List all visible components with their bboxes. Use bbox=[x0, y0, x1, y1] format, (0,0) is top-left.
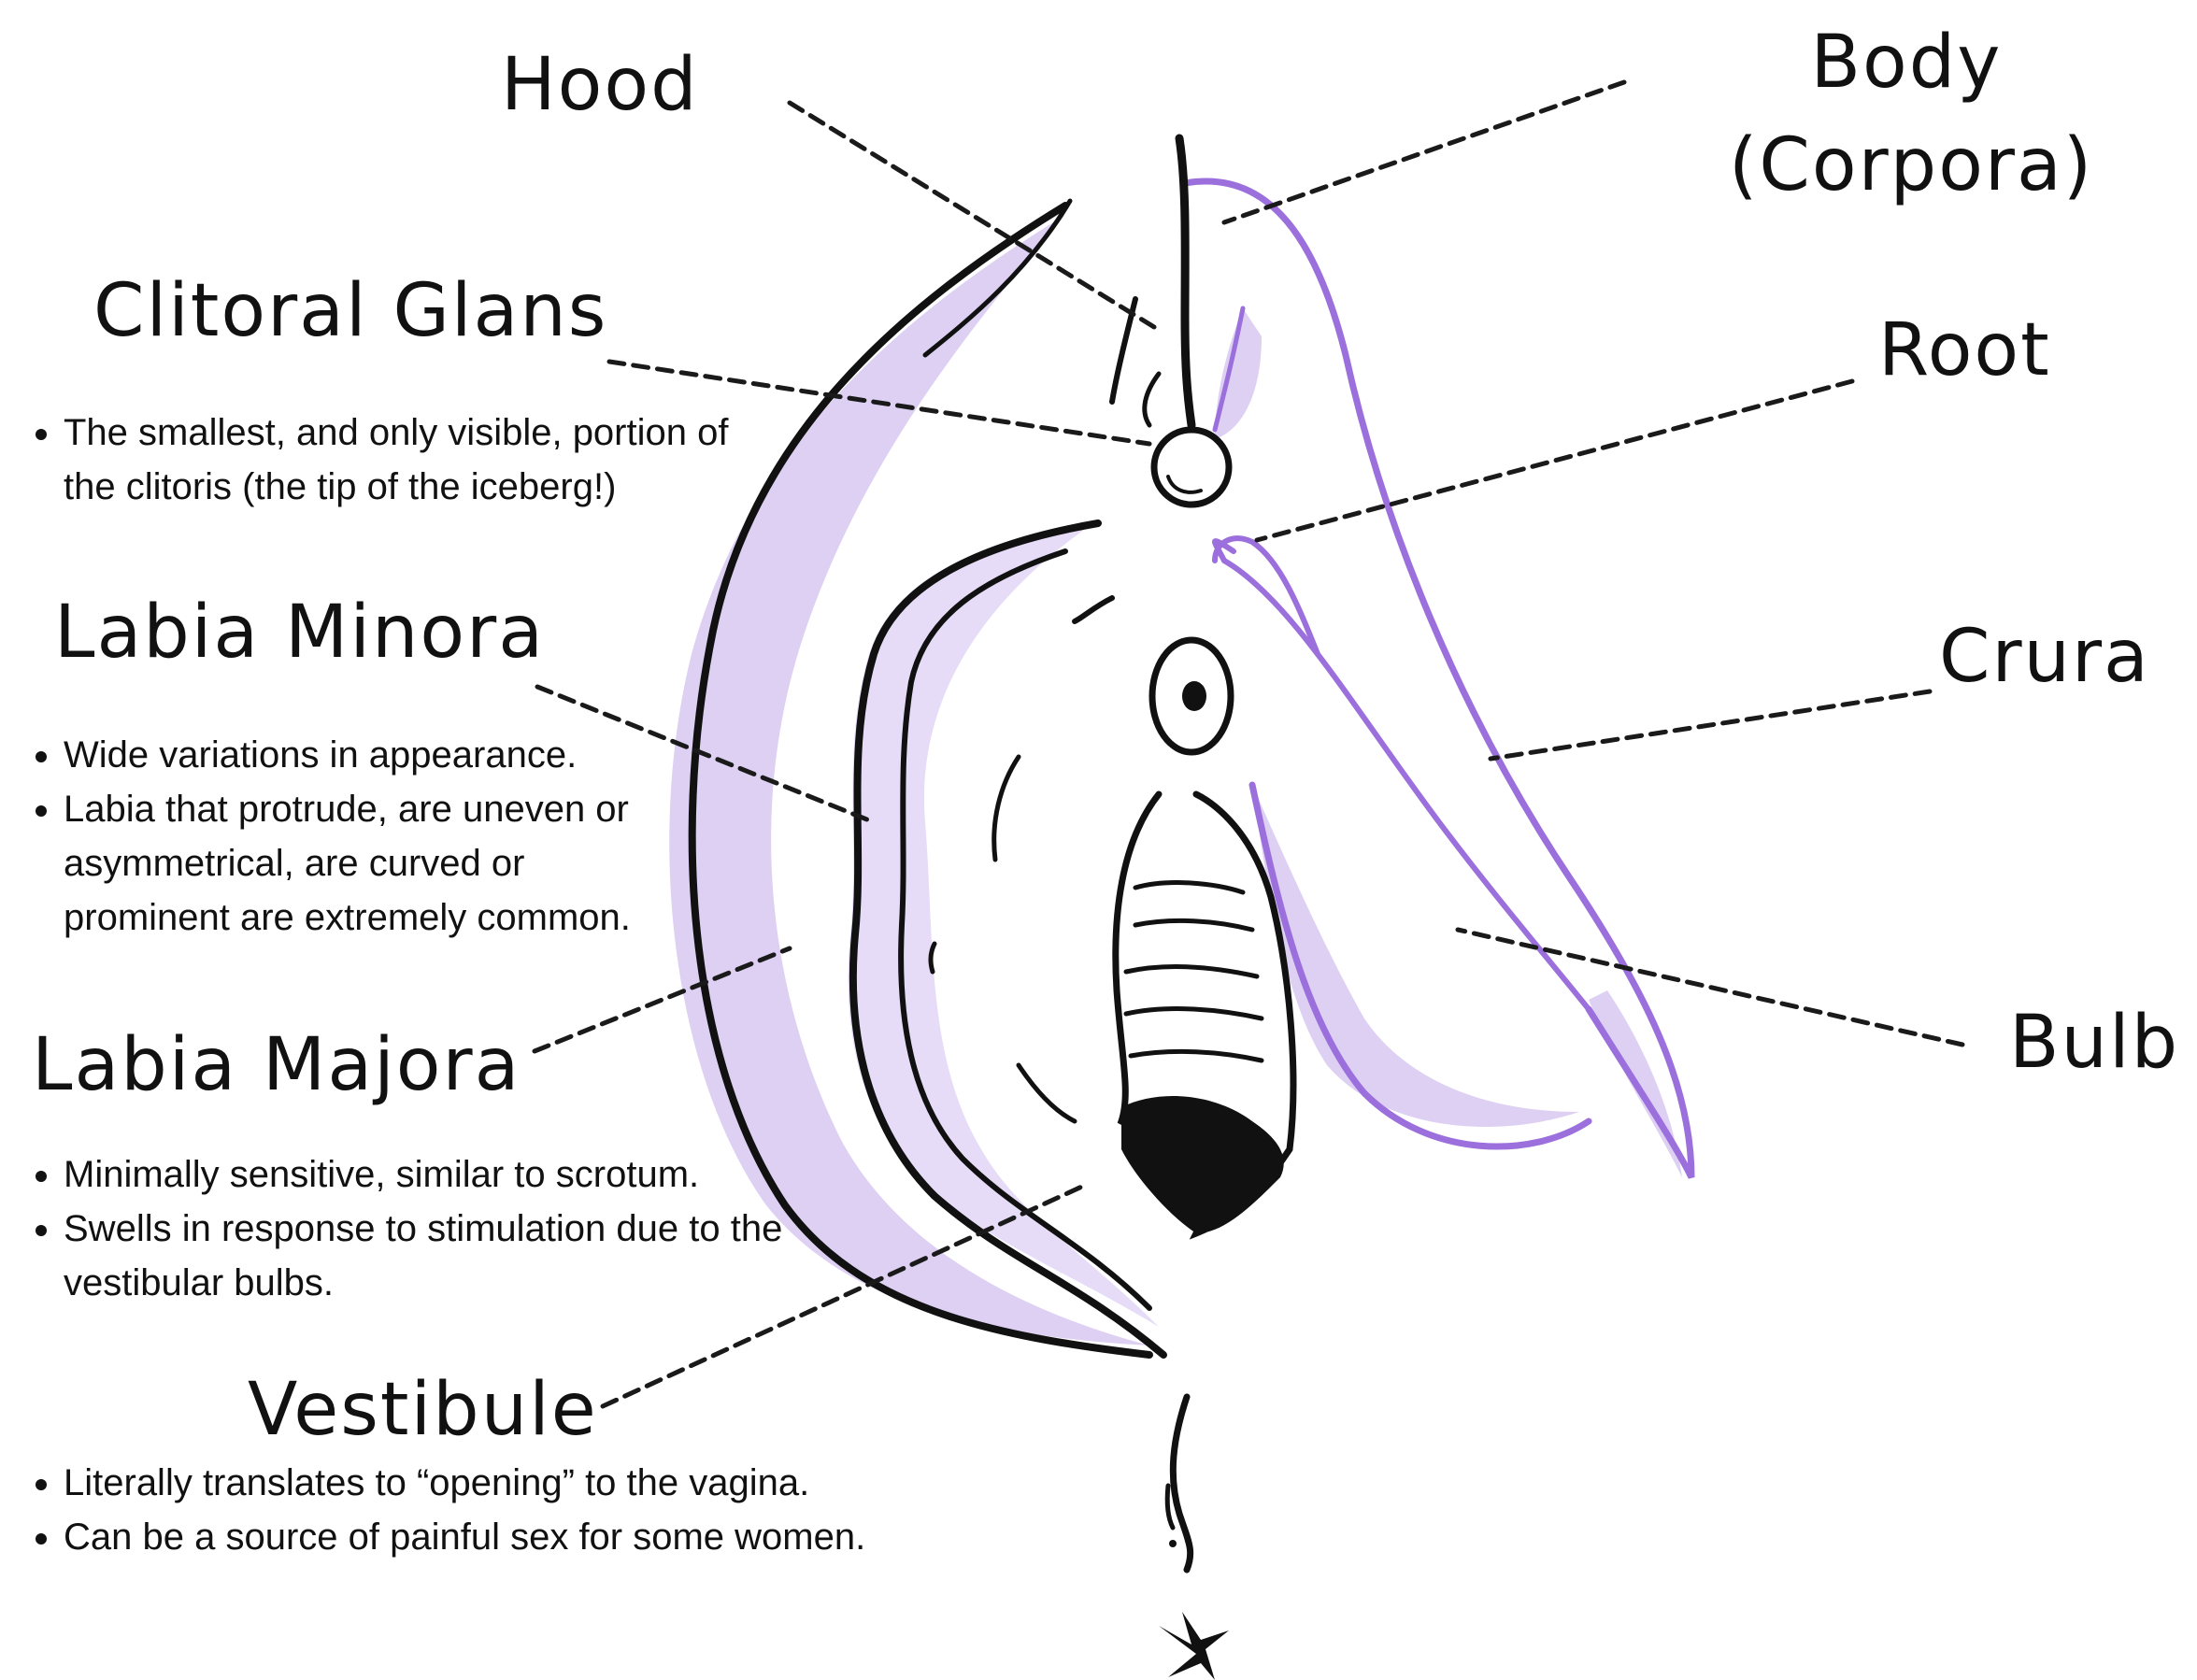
notes-clitoral-glans: The smallest, and only visible, portion … bbox=[24, 406, 783, 514]
label-body-text: Body (Corpora) bbox=[1729, 11, 2084, 217]
note-item: Can be a source of painful sex for some … bbox=[64, 1510, 905, 1564]
anus-mark bbox=[1159, 1612, 1229, 1680]
rugae-5 bbox=[1131, 1051, 1262, 1061]
perineum-dot bbox=[1169, 1540, 1177, 1547]
clitoris-root-outline bbox=[1215, 541, 1589, 1009]
labia-minora-fold-3 bbox=[931, 944, 934, 972]
rugae-4 bbox=[1126, 1009, 1262, 1018]
notes-labia-minora: Wide variations in appearance. Labia tha… bbox=[24, 728, 671, 945]
label-clitoral-glans: Clitoral Glans bbox=[93, 275, 607, 348]
note-item: Literally translates to “opening” to the… bbox=[64, 1456, 905, 1510]
note-item: Minimally sensitive, similar to scrotum. bbox=[64, 1147, 802, 1202]
label-body: Body (Corpora) bbox=[1729, 11, 2084, 217]
label-vestibule: Vestibule bbox=[248, 1374, 598, 1446]
rugae-3 bbox=[1126, 967, 1257, 976]
leader-bulb bbox=[1458, 930, 1962, 1045]
note-item: Wide variations in appearance. bbox=[64, 728, 671, 782]
notes-vestibule: Literally translates to “opening” to the… bbox=[24, 1456, 905, 1564]
leader-crura bbox=[1491, 691, 1930, 759]
labia-minora-shading bbox=[849, 523, 1159, 1327]
labia-minora-fold-2 bbox=[994, 757, 1019, 860]
label-crura: Crura bbox=[1939, 620, 2150, 693]
label-root: Root bbox=[1878, 314, 2051, 387]
leader-body bbox=[1224, 82, 1624, 222]
vaginal-opening-dark bbox=[1121, 1096, 1284, 1233]
labia-minora-fold-4 bbox=[1019, 1065, 1075, 1121]
bulb-shading bbox=[1252, 785, 1579, 1127]
rugae-1 bbox=[1135, 883, 1243, 892]
note-item: Swells in response to stimulation due to… bbox=[64, 1202, 802, 1310]
note-item: The smallest, and only visible, portion … bbox=[64, 406, 783, 514]
hood-fold bbox=[1145, 374, 1159, 425]
urethral-opening-center bbox=[1182, 681, 1206, 711]
label-bulb: Bulb bbox=[2009, 1006, 2179, 1079]
leader-root bbox=[1257, 381, 1852, 540]
label-labia-minora: Labia Minora bbox=[54, 596, 545, 669]
label-hood: Hood bbox=[501, 49, 699, 121]
notes-labia-majora: Minimally sensitive, similar to scrotum.… bbox=[24, 1147, 802, 1310]
note-item: Labia that protrude, are uneven or asymm… bbox=[64, 782, 671, 945]
rugae-2 bbox=[1135, 920, 1252, 930]
label-labia-majora: Labia Majora bbox=[32, 1029, 521, 1102]
labia-minora-fold-1 bbox=[1075, 598, 1112, 621]
